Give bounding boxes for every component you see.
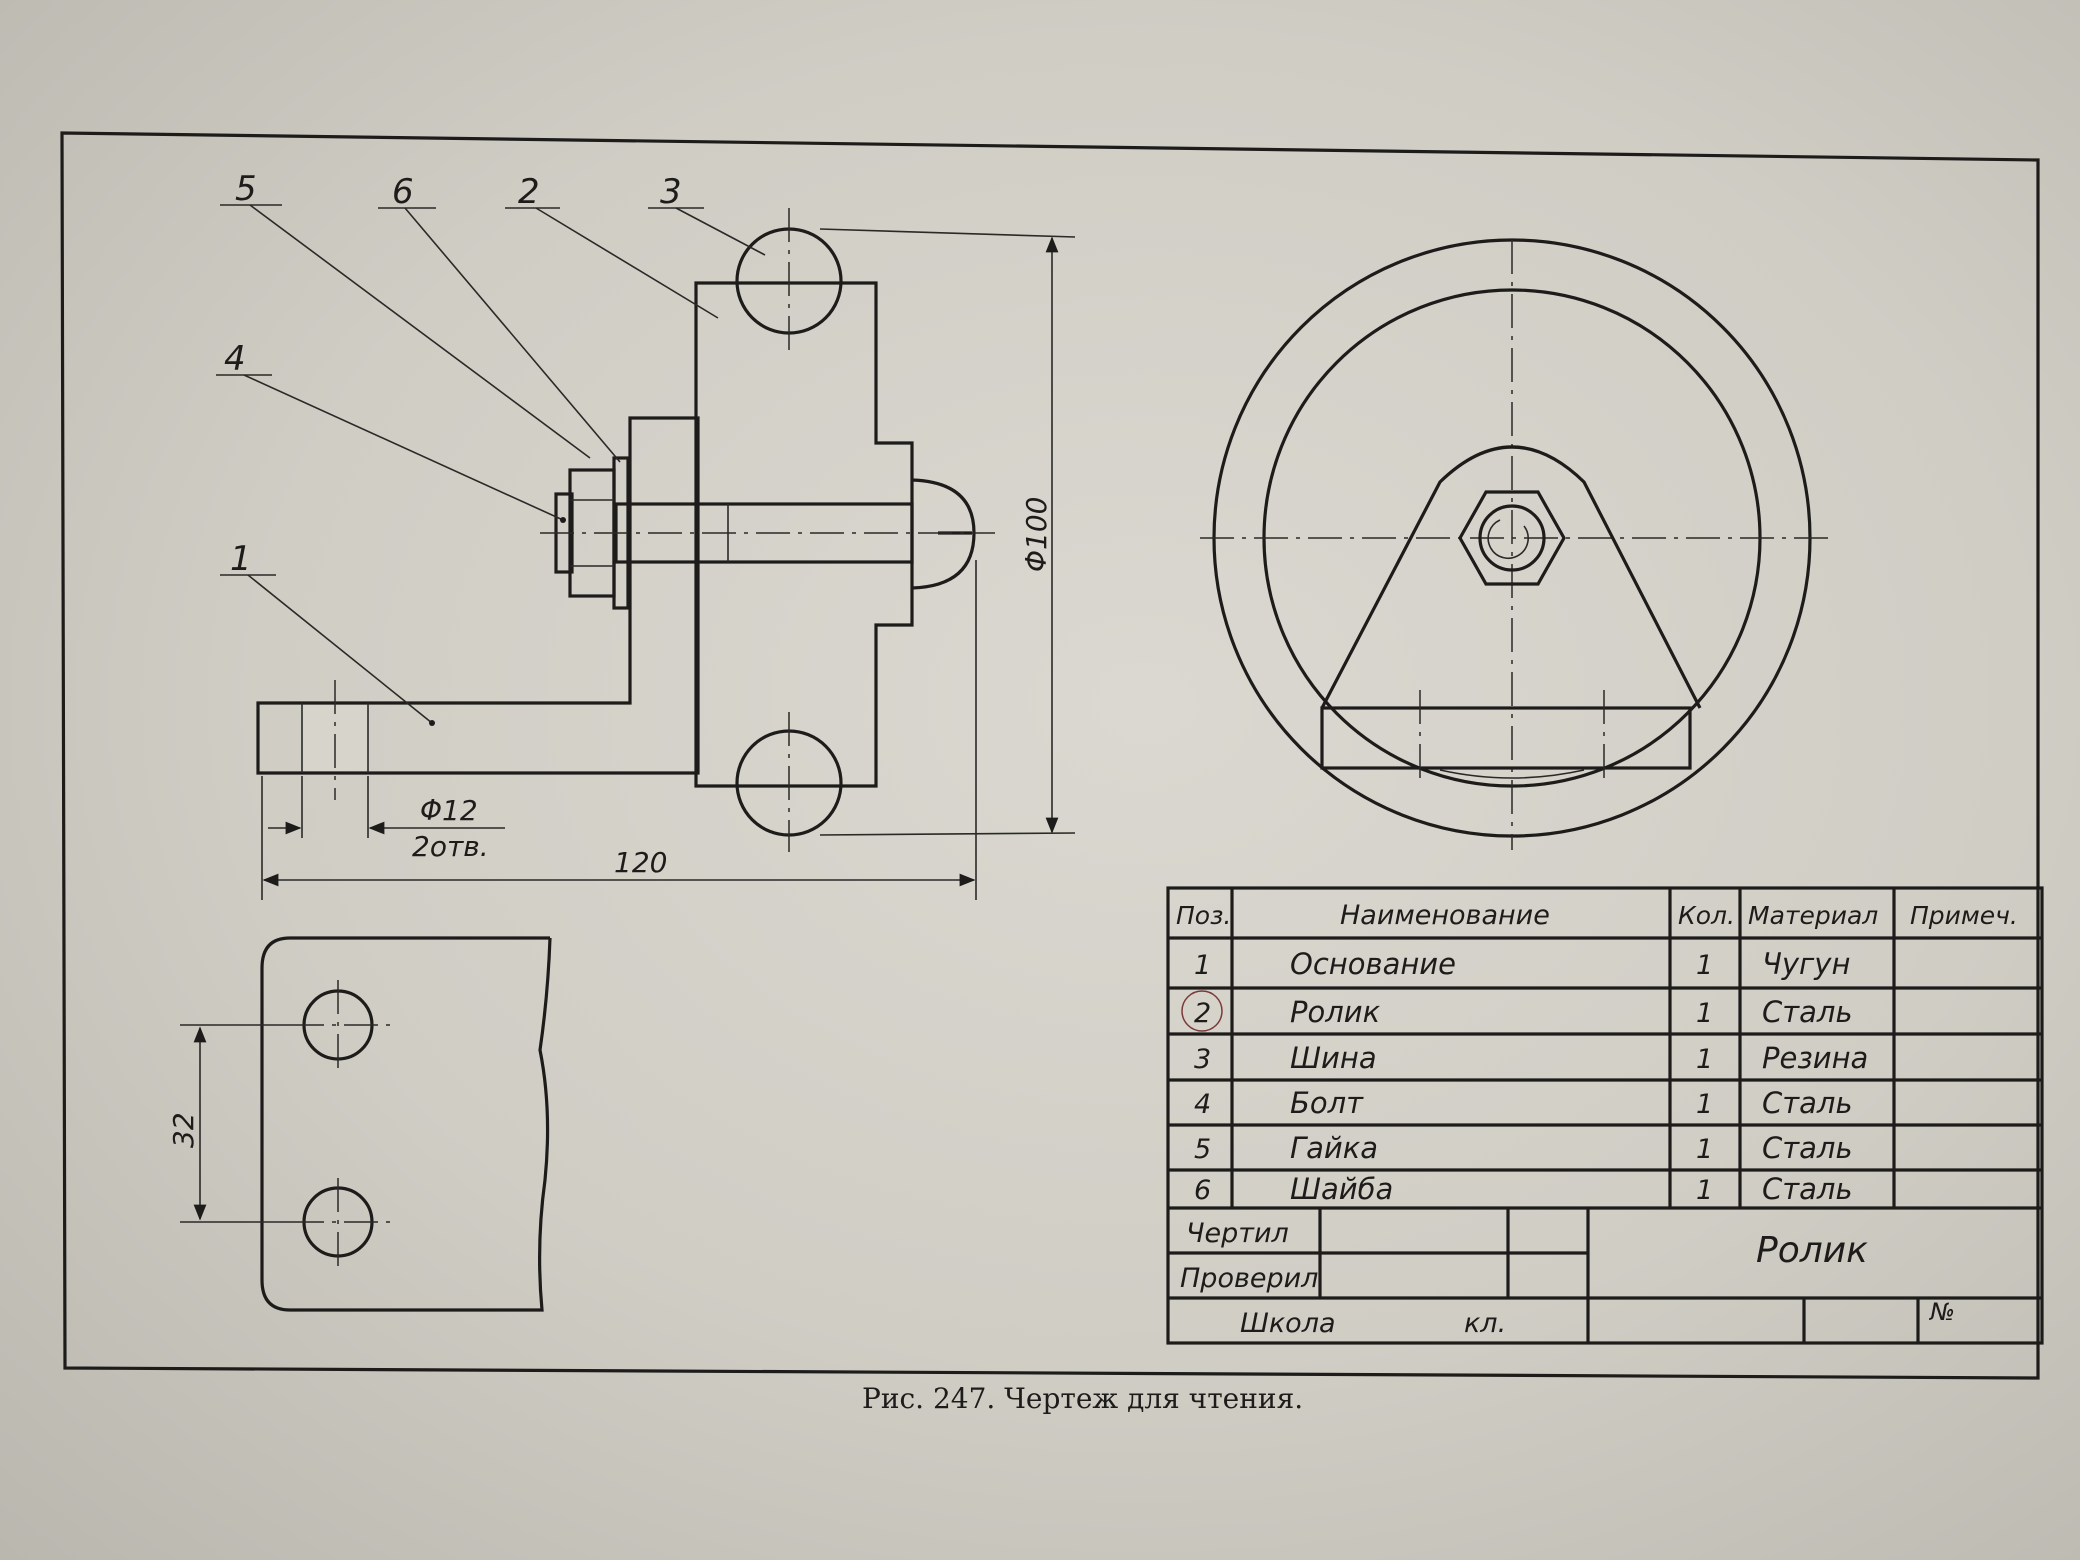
figure-caption: Рис. 247. Чертеж для чтения. bbox=[862, 1382, 1303, 1415]
row-pos: 3 bbox=[1194, 1044, 1211, 1075]
drawing-frame bbox=[60, 131, 2040, 1380]
side-view bbox=[1200, 238, 1828, 850]
pos-label-3: 3 bbox=[660, 172, 682, 212]
row-pos: 4 bbox=[1194, 1089, 1211, 1120]
table-row: 6 Шайба 1 Сталь bbox=[1194, 1172, 1853, 1206]
row-qty: 1 bbox=[1696, 998, 1713, 1029]
row-name: Гайка bbox=[1290, 1131, 1378, 1165]
title-block-checked: Проверил bbox=[1180, 1263, 1318, 1294]
row-pos: 2 bbox=[1194, 998, 1211, 1029]
row-qty: 1 bbox=[1696, 1134, 1713, 1165]
row-qty: 1 bbox=[1696, 1089, 1713, 1120]
parts-list-table: Поз. Наименование Кол. Материал Примеч. … bbox=[1166, 886, 2044, 1345]
pos-label-4: 4 bbox=[224, 339, 246, 379]
base-plate-outline bbox=[260, 936, 552, 1312]
header-qty: Кол. bbox=[1678, 901, 1735, 930]
base-foot-plate bbox=[1320, 706, 1692, 770]
nut-hexagon bbox=[1458, 490, 1566, 586]
row-name: Ролик bbox=[1290, 995, 1381, 1029]
row-name: Шайба bbox=[1290, 1172, 1393, 1206]
table-row: 5 Гайка 1 Сталь bbox=[1194, 1131, 1853, 1165]
table-row: 2 Ролик 1 Сталь bbox=[1181, 990, 1853, 1032]
row-pos: 1 bbox=[1194, 950, 1211, 981]
pos-label-2: 2 bbox=[518, 172, 540, 212]
row-material: Сталь bbox=[1762, 1131, 1853, 1165]
row-pos: 5 bbox=[1194, 1134, 1211, 1165]
row-pos: 6 bbox=[1194, 1175, 1211, 1206]
row-material: Резина bbox=[1762, 1041, 1868, 1075]
title-block-school: Школа bbox=[1240, 1308, 1336, 1339]
dim-diameter-100: Φ100 bbox=[1020, 497, 1053, 572]
base-part-1 bbox=[256, 416, 700, 775]
row-material: Сталь bbox=[1762, 995, 1853, 1029]
dim-spacing-32: 32 bbox=[167, 1112, 200, 1148]
row-qty: 1 bbox=[1696, 950, 1713, 981]
row-material: Чугун bbox=[1762, 947, 1850, 981]
dim-holes-count: 2отв. bbox=[412, 830, 489, 863]
row-material: Сталь bbox=[1762, 1086, 1853, 1120]
row-qty: 1 bbox=[1696, 1175, 1713, 1206]
pos-label-5: 5 bbox=[235, 169, 257, 209]
title-block-title: Ролик bbox=[1756, 1230, 1868, 1271]
table-row: 1 Основание 1 Чугун bbox=[1194, 947, 1850, 981]
title-block-drew: Чертил bbox=[1186, 1218, 1289, 1249]
row-material: Сталь bbox=[1762, 1172, 1853, 1206]
pos-label-1: 1 bbox=[230, 539, 252, 579]
table-row: 4 Болт 1 Сталь bbox=[1194, 1086, 1853, 1120]
bolt-thread-arc bbox=[1487, 519, 1529, 560]
header-pos: Поз. bbox=[1176, 901, 1231, 930]
header-note: Примеч. bbox=[1910, 901, 2018, 930]
base-bracket-outline bbox=[1320, 445, 1702, 709]
table-row: 3 Шина 1 Резина bbox=[1194, 1041, 1868, 1075]
front-section-view: 5 6 2 3 4 1 Φ100 Φ12 2отв. 120 bbox=[216, 169, 1076, 900]
roller-part-2 bbox=[694, 281, 914, 788]
title-block-number: № bbox=[1928, 1298, 1955, 1326]
dim-length-120: 120 bbox=[614, 846, 667, 879]
row-name: Шина bbox=[1290, 1041, 1377, 1075]
nut-chamfer-circle bbox=[1478, 504, 1546, 572]
row-qty: 1 bbox=[1696, 1044, 1713, 1075]
dim-diameter-12: Φ12 bbox=[420, 794, 478, 827]
row-name: Болт bbox=[1290, 1086, 1364, 1120]
header-name: Наименование bbox=[1340, 900, 1550, 931]
header-material: Материал bbox=[1748, 901, 1878, 930]
top-view: 32 bbox=[167, 936, 552, 1312]
pos-label-6: 6 bbox=[392, 172, 414, 212]
title-block-class: кл. bbox=[1464, 1308, 1506, 1339]
row-name: Основание bbox=[1290, 947, 1456, 981]
